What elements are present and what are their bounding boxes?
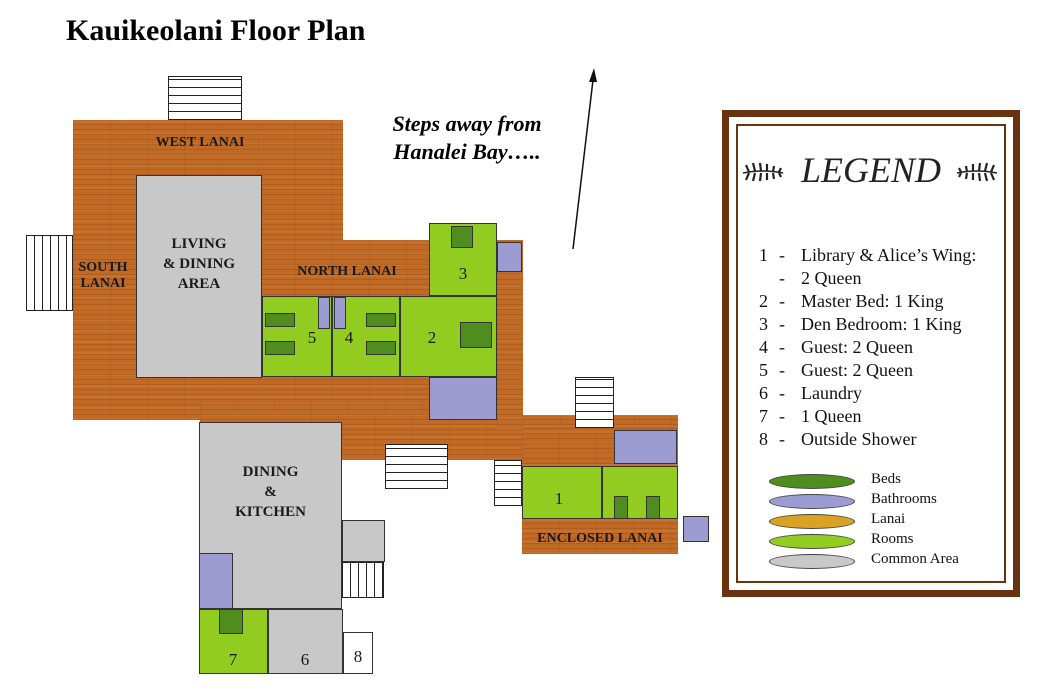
bed	[265, 341, 295, 355]
room-number-1: 1	[554, 489, 564, 508]
tagline-line-1: Steps away from	[392, 111, 542, 136]
tagline-line-2: Hanalei Bay…..	[393, 139, 541, 164]
north-lanai-label: NORTH LANAI	[297, 264, 397, 279]
room-number-7: 7	[228, 650, 238, 669]
bathrooms-swatch	[769, 494, 855, 509]
bed	[460, 322, 492, 348]
bathroom	[318, 297, 330, 329]
bed	[219, 609, 243, 634]
bed	[265, 313, 295, 327]
bathroom	[614, 430, 677, 464]
room-6-laundry	[268, 609, 343, 674]
page-title: Kauikeolani Floor Plan	[66, 14, 366, 47]
room-1	[522, 466, 602, 519]
room-8-outside-shower	[343, 632, 373, 674]
enclosed-lanai-label: ENCLOSED LANAI	[537, 531, 663, 546]
room-number-5: 5	[307, 328, 317, 347]
tagline: Steps away from Hanalei Bay…..	[352, 110, 582, 166]
bathroom	[334, 297, 346, 329]
laundry-stairs	[342, 562, 384, 598]
kitchen-annex	[342, 520, 385, 562]
room-number-8: 8	[353, 647, 363, 666]
rooms-swatch	[769, 534, 855, 549]
legend-item: 3-Den Bedroom: 1 King	[759, 314, 962, 334]
west-lanai-label: WEST LANAI	[155, 135, 245, 150]
room-number-2: 2	[427, 328, 437, 347]
bed	[614, 496, 628, 519]
south-lanai-label: SOUTH LANAI	[78, 260, 128, 291]
legend-panel: LEGEND 1-Library & Alice’s Wing: -2 Quee…	[722, 110, 1020, 597]
room-number-6: 6	[300, 650, 310, 669]
enclosed-lanai-side-stairs	[494, 460, 522, 506]
room-number-4: 4	[344, 328, 354, 347]
beds-swatch	[769, 474, 855, 489]
bed	[451, 226, 473, 248]
bed	[366, 313, 396, 327]
legend-title: LEGEND	[800, 150, 941, 190]
legend-item: 5-Guest: 2 Queen	[759, 360, 913, 380]
living-dining-area	[136, 175, 262, 378]
fern-right-icon	[956, 162, 998, 182]
living-dining-label: LIVING & DINING AREA	[162, 236, 236, 292]
fern-left-icon	[742, 162, 784, 182]
room-number-3: 3	[458, 264, 468, 283]
west-stairs	[168, 76, 242, 120]
kitchen-stairs	[385, 444, 448, 489]
legend-item: 2-Master Bed: 1 King	[759, 291, 944, 311]
bathroom	[683, 516, 709, 542]
bathroom	[429, 377, 497, 420]
enclosed-lanai-stairs	[575, 377, 614, 428]
bed	[646, 496, 660, 519]
east-lanai-strip	[497, 270, 523, 430]
lanai-swatch	[769, 514, 855, 529]
common-area-swatch	[769, 554, 855, 569]
legend-item: 7-1 Queen	[759, 406, 862, 426]
legend-item: 4-Guest: 2 Queen	[759, 337, 913, 357]
legend-inner-frame	[736, 124, 1006, 583]
legend-item: 1-Library & Alice’s Wing:	[759, 245, 977, 265]
legend-item: 8-Outside Shower	[759, 429, 917, 449]
dining-kitchen-label: DINING & KITCHEN	[235, 464, 306, 520]
bathroom	[199, 553, 233, 609]
north-arrow-icon	[572, 68, 597, 250]
legend-item: 6-Laundry	[759, 383, 862, 403]
room-7	[199, 609, 268, 674]
bathroom	[497, 242, 522, 272]
south-stairs	[26, 235, 73, 311]
legend-item: -2 Queen	[779, 268, 862, 288]
bed	[366, 341, 396, 355]
